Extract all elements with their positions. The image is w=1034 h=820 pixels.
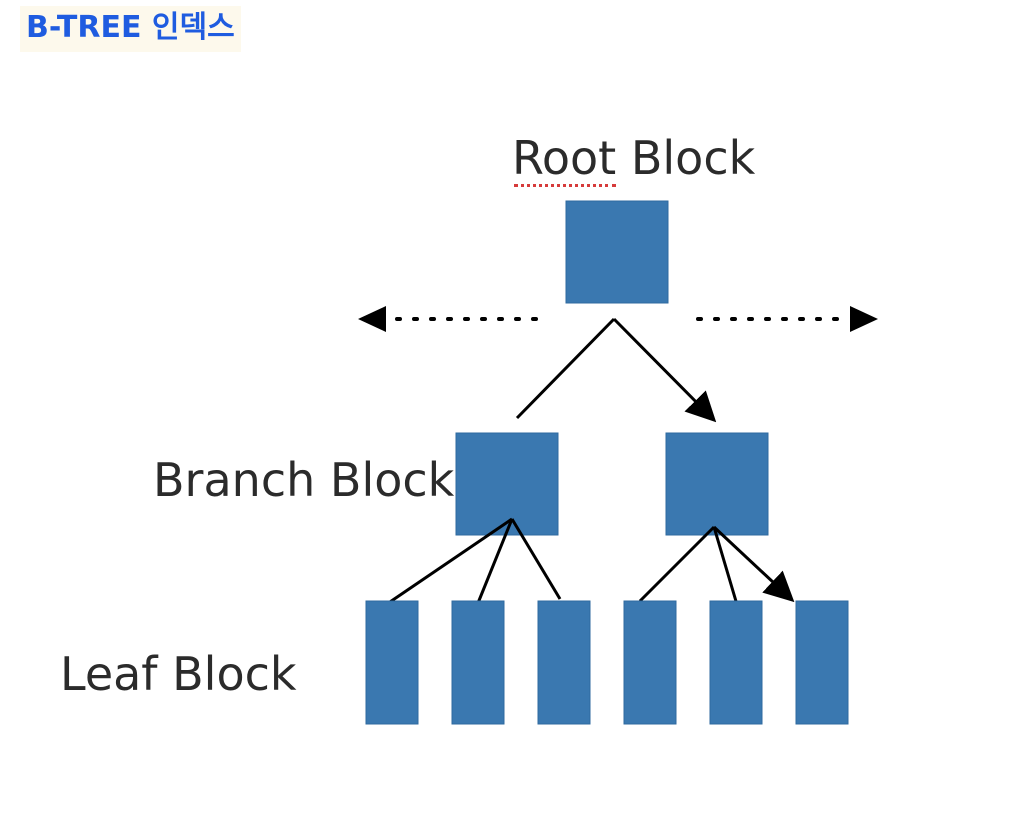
root-block <box>565 200 669 304</box>
root-block-label: Root Block <box>512 131 756 185</box>
root-to-right-branch-arrow <box>612 317 717 423</box>
root-to-left-branch-line <box>515 317 616 420</box>
right-dotted-arrow <box>696 306 878 332</box>
branch-block-left <box>455 432 559 536</box>
left-branch-to-leaf-3-line <box>510 518 562 600</box>
left-branch-to-leaf-1-line <box>383 517 513 608</box>
left-branch-to-leaf-2-line <box>476 518 514 604</box>
branch-block-label: Branch Block <box>153 453 455 507</box>
leaf-block-6 <box>795 600 849 725</box>
spellcheck-underline <box>514 178 616 187</box>
leaf-block-5 <box>709 600 763 725</box>
leaf-block-2 <box>451 600 505 725</box>
left-dotted-arrow <box>358 306 538 332</box>
page-title: B-TREE 인덱스 <box>20 6 241 52</box>
leaf-block-label: Leaf Block <box>60 647 297 701</box>
leaf-block-3 <box>537 600 591 725</box>
right-branch-to-leaf-5-line <box>712 526 740 609</box>
branch-block-right <box>665 432 769 536</box>
leaf-block-1 <box>365 600 419 725</box>
right-branch-to-leaf-6-arrow <box>712 525 795 603</box>
right-branch-to-leaf-4-line <box>638 525 716 603</box>
leaf-block-4 <box>623 600 677 725</box>
